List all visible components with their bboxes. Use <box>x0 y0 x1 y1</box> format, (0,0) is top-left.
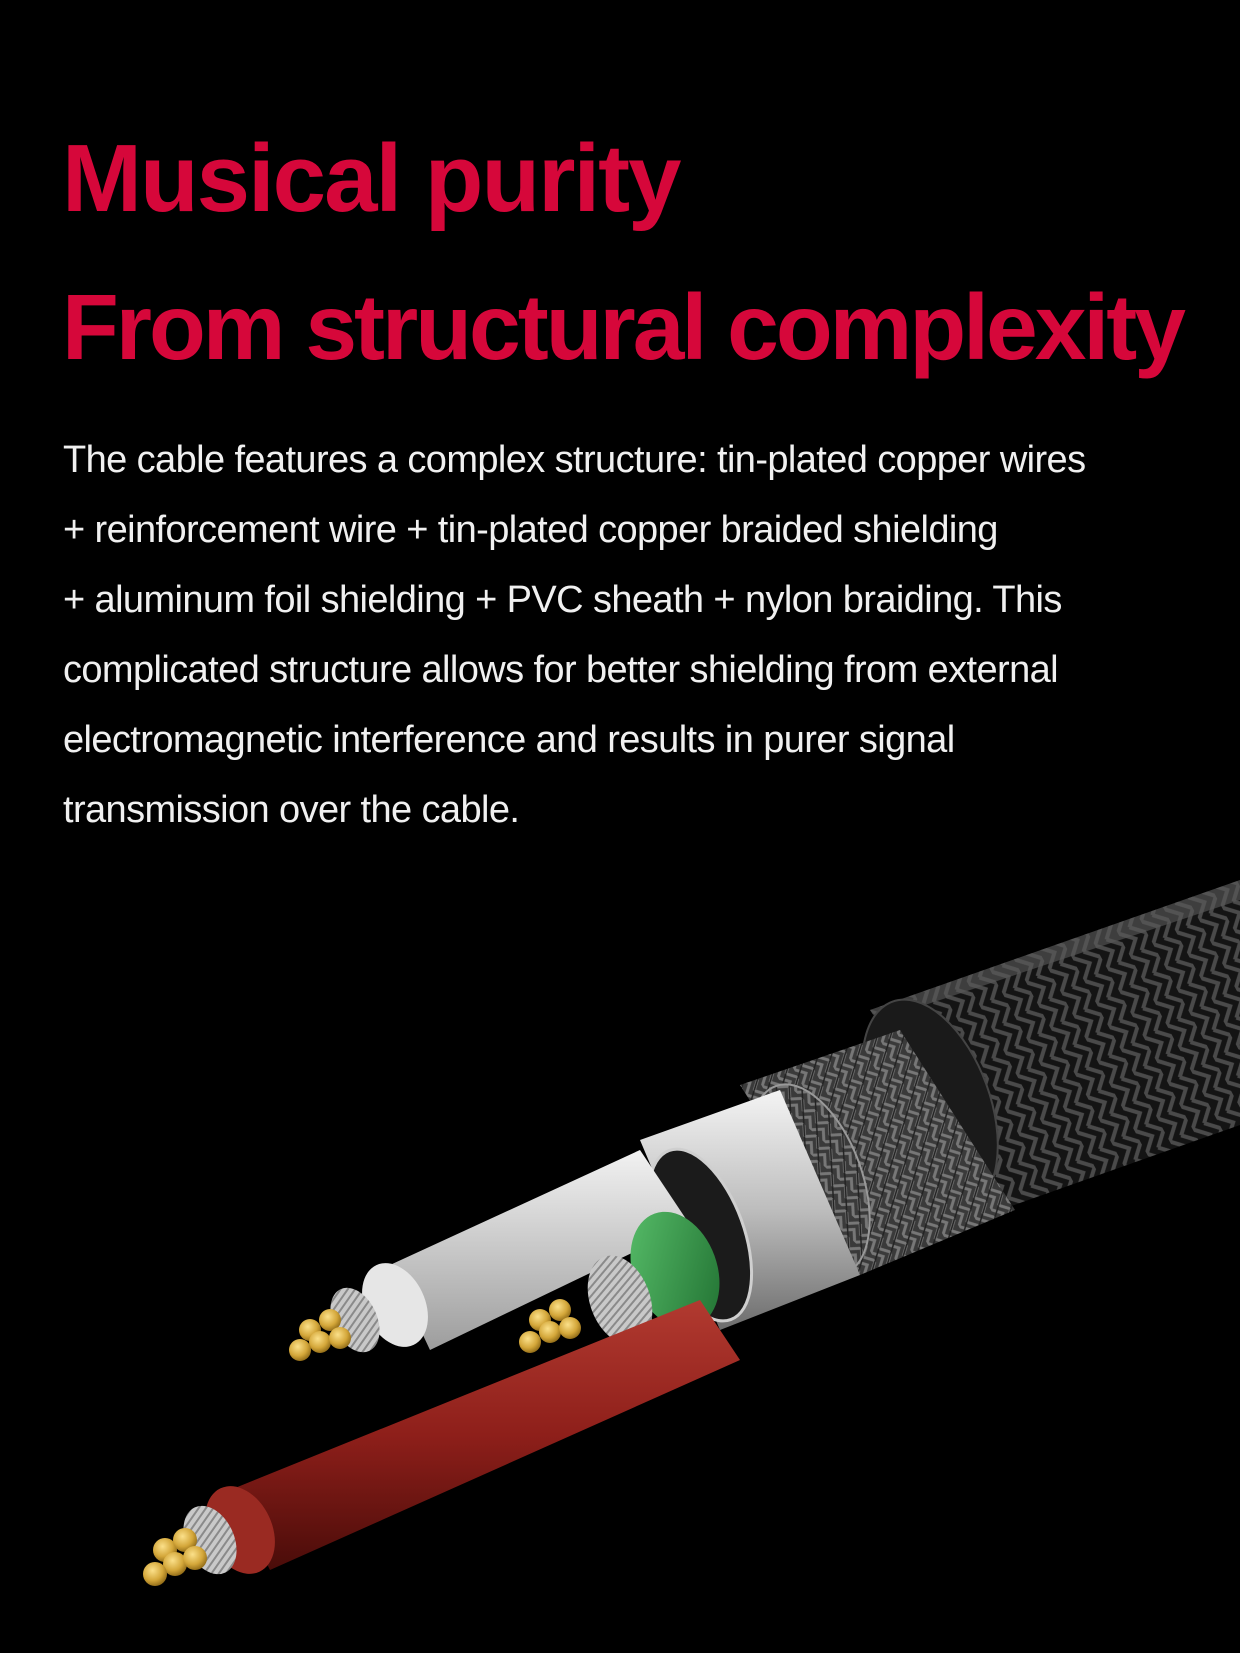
red-insulated-core <box>143 1300 740 1586</box>
description-line: + reinforcement wire + tin-plated copper… <box>63 509 998 551</box>
description-line: electromagnetic interference and results… <box>63 719 955 761</box>
description-line: complicated structure allows for better … <box>63 649 1059 691</box>
description-line: The cable features a complex structure: … <box>63 439 1086 481</box>
green-insulated-core <box>519 1211 720 1353</box>
description-line: transmission over the cable. <box>63 789 520 831</box>
headline: Musical purity From structural complexit… <box>62 105 1186 401</box>
copper-conductor <box>519 1299 581 1353</box>
headline-line-1: Musical purity <box>62 125 681 232</box>
headline-line-2: From structural complexity <box>62 275 1186 379</box>
copper-conductor <box>289 1309 351 1361</box>
cable-cross-section-image <box>143 880 1240 1586</box>
feature-description: The cable features a complex structure: … <box>63 425 1213 845</box>
description-line: + aluminum foil shielding + PVC sheath +… <box>63 579 1062 621</box>
copper-conductor <box>143 1528 207 1586</box>
white-insulated-core <box>289 1150 690 1361</box>
